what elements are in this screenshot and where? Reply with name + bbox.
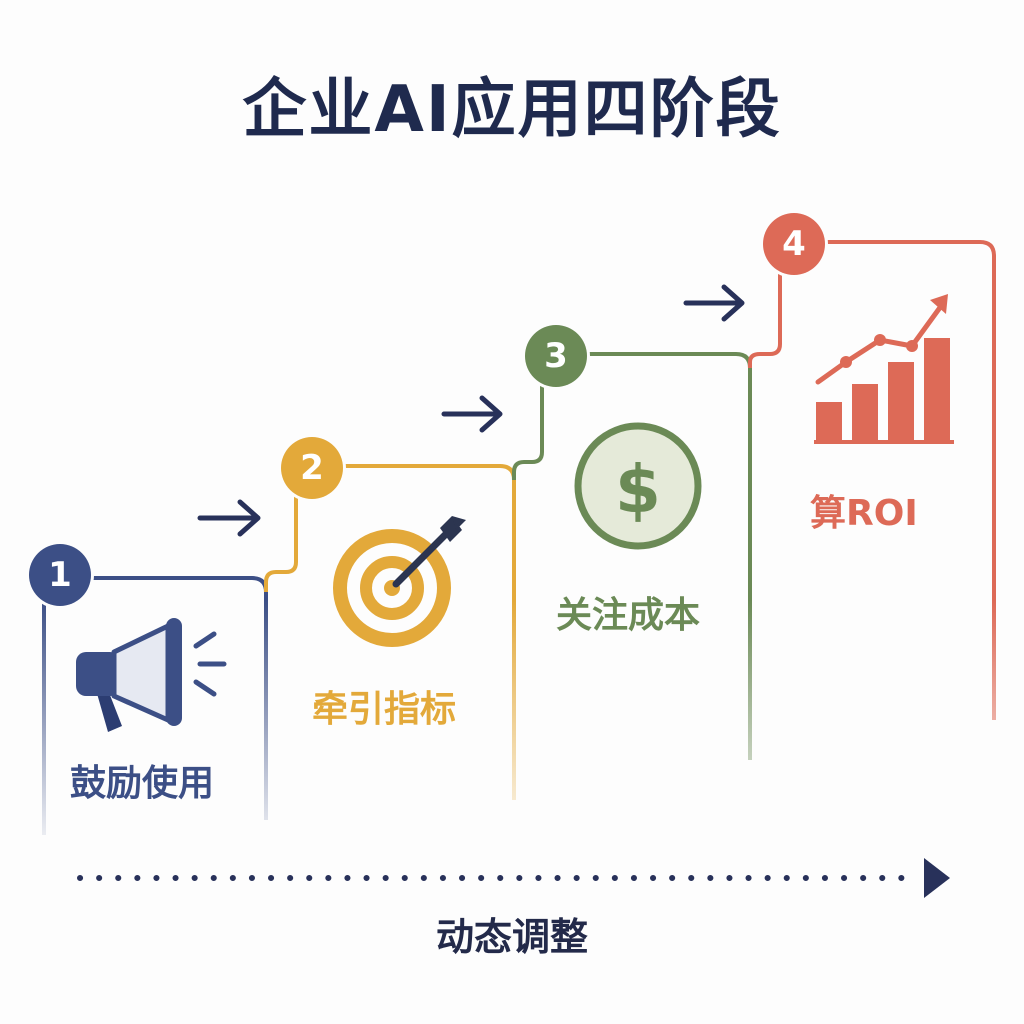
right-arrow-icon (197, 499, 261, 537)
right-arrow-icon (683, 284, 745, 322)
timeline-arrow (77, 858, 950, 898)
target-icon (333, 516, 466, 647)
bottom-label: 动态调整 (435, 915, 588, 959)
stage-4-outline (748, 240, 996, 720)
growth-chart-icon (814, 294, 954, 444)
page-title: 企业AI应用四阶段 (242, 73, 782, 147)
stage-2-number-badge: 2 (281, 437, 343, 499)
svg-text:$: $ (615, 451, 661, 528)
stage-3-label: 关注成本 (556, 595, 701, 636)
stage-2-label: 牵引指标 (312, 689, 457, 730)
megaphone-icon (76, 618, 227, 732)
stage-3-number-badge: 3 (525, 325, 587, 387)
dollar-coin-icon: $ (574, 422, 702, 550)
stage-1-number-badge: 1 (29, 544, 91, 606)
stage-4-label: 算ROI (810, 493, 918, 534)
stage-1-label: 鼓励使用 (70, 763, 215, 804)
stage-4-number-badge: 4 (763, 213, 825, 275)
right-arrow-icon (441, 395, 503, 433)
